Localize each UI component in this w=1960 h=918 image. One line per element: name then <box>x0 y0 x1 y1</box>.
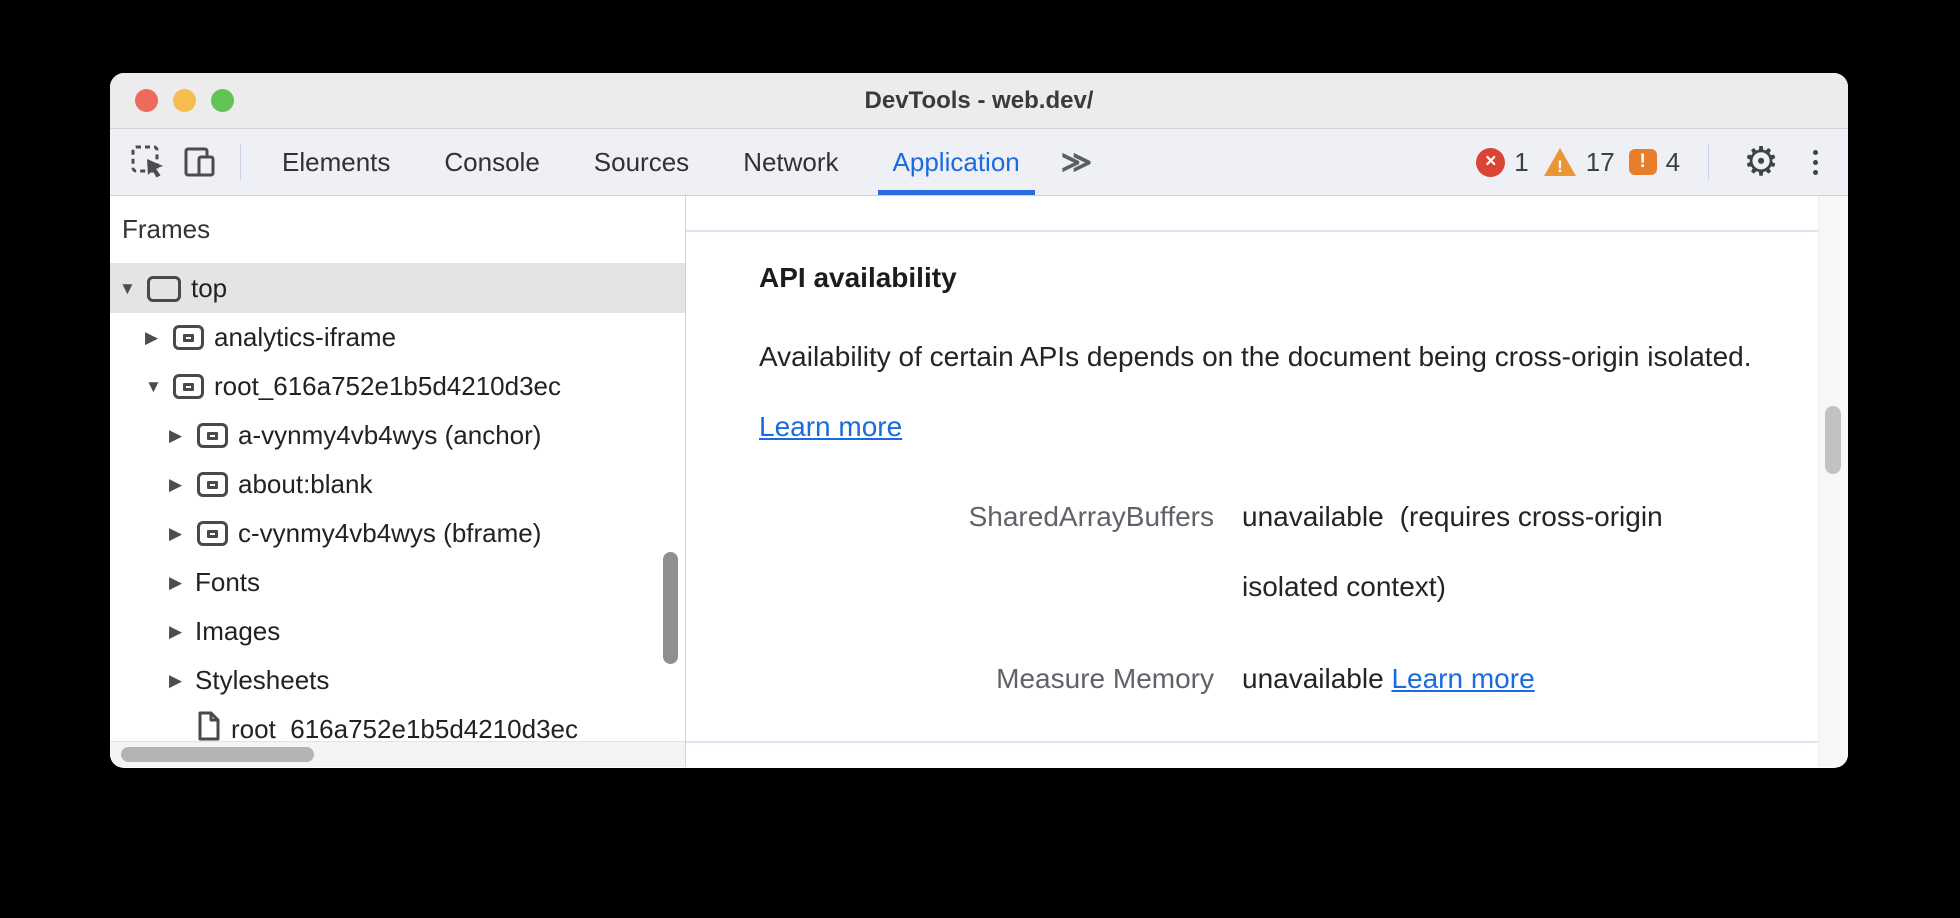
chevron-right-icon[interactable]: ▶ <box>169 621 183 641</box>
tree-item-images[interactable]: ▶ Images <box>110 607 685 656</box>
panel-tabs: Elements Console Sources Network Application <box>255 129 1047 195</box>
tree-item-label: top <box>191 273 228 303</box>
chevron-right-icon[interactable]: ▶ <box>169 670 183 690</box>
iframe-icon <box>197 472 228 497</box>
sidebar-horizontal-scrollbar-thumb[interactable] <box>121 747 314 762</box>
warning-count: 17 <box>1585 146 1615 177</box>
section-heading: API availability <box>759 262 957 293</box>
report-row-measure-memory: Measure Memory unavailable Learn more <box>759 644 1848 714</box>
tree-item-label: Images <box>195 616 281 646</box>
report-key: SharedArrayBuffers <box>968 501 1214 532</box>
tree-item-label: root_616a752e1b5d4210d3ec <box>231 714 579 744</box>
issues-icon: ! <box>1628 149 1657 175</box>
application-sidebar: Frames ▼ top ▶ analytics-iframe ▼ root_616a75… <box>110 196 686 767</box>
section-divider <box>686 741 1818 743</box>
tree-item-top[interactable]: ▼ top <box>110 264 685 313</box>
chevron-right-icon[interactable]: ▶ <box>169 572 183 592</box>
tree-item-label: root_616a752e1b5d4210d3ec <box>214 371 562 401</box>
toolbar-separator <box>240 144 241 180</box>
iframe-icon <box>197 423 228 448</box>
warning-icon: ! <box>1543 147 1577 177</box>
sidebar-vertical-scrollbar-thumb[interactable] <box>663 552 678 664</box>
tab-console[interactable]: Console <box>444 146 540 177</box>
main-vertical-scrollbar-thumb[interactable] <box>1825 406 1841 474</box>
report-row-sharedarraybuffers: SharedArrayBuffers unavailable(requires c… <box>759 482 1848 622</box>
kebab-menu-icon[interactable] <box>1803 144 1828 181</box>
learn-more-link[interactable]: Learn more <box>1391 663 1535 694</box>
tree-item-stylesheets[interactable]: ▶ Stylesheets <box>110 656 685 705</box>
settings-gear-icon[interactable]: ⚙ <box>1743 140 1779 184</box>
tree-item-label: analytics-iframe <box>214 322 397 352</box>
tree-item-label: about:blank <box>238 469 373 499</box>
main-vertical-scrollbar[interactable] <box>1818 196 1848 767</box>
previous-section-edge <box>686 196 1818 232</box>
availability-status: unavailable <box>1242 501 1384 532</box>
error-icon: × <box>1476 147 1506 177</box>
tree-item-a-vynmy4vb4wys-anchor-[interactable]: ▶ a-vynmy4vb4wys (anchor) <box>110 411 685 460</box>
api-availability-section: API availability Availability of certain… <box>686 262 1848 714</box>
window-title: DevTools - web.dev/ <box>864 86 1094 114</box>
sidebar-vertical-scrollbar[interactable] <box>655 196 685 741</box>
chevron-right-icon[interactable]: ▶ <box>169 474 183 494</box>
zoom-window-button[interactable] <box>211 89 234 112</box>
chevron-right-icon[interactable]: ▶ <box>169 425 183 445</box>
frame-icon <box>147 275 181 302</box>
tab-elements[interactable]: Elements <box>282 146 391 177</box>
svg-text:!: ! <box>1557 157 1563 176</box>
toolbar-separator <box>1708 144 1710 180</box>
sidebar-horizontal-scrollbar[interactable] <box>110 741 685 767</box>
description-text: Availability of certain APIs depends on … <box>759 341 1752 372</box>
frames-section-header[interactable]: Frames <box>110 196 685 264</box>
close-window-button[interactable] <box>135 89 158 112</box>
tab-network[interactable]: Network <box>743 146 839 177</box>
warning-badge[interactable]: ! 17 <box>1543 147 1615 178</box>
tree-item-fonts[interactable]: ▶ Fonts <box>110 558 685 607</box>
section-description: Availability of certain APIs depends on … <box>759 322 1779 462</box>
iframe-icon <box>197 521 228 546</box>
minimize-window-button[interactable] <box>173 89 196 112</box>
availability-status: unavailable <box>1242 663 1384 694</box>
chevron-right-icon[interactable]: ▶ <box>145 327 159 347</box>
report-value: unavailable Learn more <box>1242 644 1734 714</box>
toolbar-right: × 1 ! 17 ! 4 ⚙ <box>1476 142 1828 182</box>
availability-note: (requires cross-origin isolated context) <box>1242 501 1663 602</box>
more-tabs-icon[interactable]: ≫ <box>1060 145 1093 179</box>
learn-more-link[interactable]: Learn more <box>759 411 903 442</box>
error-badge[interactable]: × 1 <box>1476 146 1529 178</box>
tree-item-label: a-vynmy4vb4wys (anchor) <box>238 420 542 450</box>
tree-item-label: c-vynmy4vb4wys (bframe) <box>238 518 542 548</box>
chevron-right-icon[interactable]: ▶ <box>169 523 183 543</box>
tree-item-root-616a752e1b5d4210d3ec[interactable]: ▼ root_616a752e1b5d4210d3ec <box>110 362 685 411</box>
tree-item-label: Stylesheets <box>195 665 330 695</box>
issues-count: 4 <box>1665 146 1681 177</box>
tree-item-analytics-iframe[interactable]: ▶ analytics-iframe <box>110 313 685 362</box>
chevron-down-icon[interactable]: ▼ <box>145 376 162 396</box>
device-toolbar-icon[interactable] <box>180 142 220 182</box>
inspect-element-icon[interactable] <box>128 142 168 182</box>
devtools-toolbar: Elements Console Sources Network Application… <box>110 129 1848 196</box>
tree-item-root-616a752e1b5d4210d3ec[interactable]: root_616a752e1b5d4210d3ec <box>110 705 685 754</box>
tab-sources[interactable]: Sources <box>593 146 690 177</box>
titlebar: DevTools - web.dev/ <box>110 73 1848 129</box>
frames-tree: ▼ top ▶ analytics-iframe ▼ root_616a752e1b5d4… <box>110 264 685 754</box>
tab-application[interactable]: Application <box>866 129 1047 195</box>
main-panel: API availability Availability of certain… <box>686 196 1848 767</box>
issues-badge[interactable]: ! 4 <box>1628 146 1681 178</box>
chevron-down-icon[interactable]: ▼ <box>119 278 136 298</box>
error-count: 1 <box>1514 146 1529 177</box>
report-key: Measure Memory <box>996 663 1214 694</box>
tree-item-label: Fonts <box>195 567 261 597</box>
report-value: unavailable(requires cross-origin isolat… <box>1242 482 1734 622</box>
tree-item-about-blank[interactable]: ▶ about:blank <box>110 460 685 509</box>
iframe-icon <box>173 325 204 350</box>
document-icon <box>197 711 221 748</box>
iframe-icon <box>173 374 204 399</box>
devtools-window: DevTools - web.dev/ Elements Console Sourc… <box>110 73 1848 768</box>
traffic-lights <box>135 89 234 112</box>
tree-item-c-vynmy4vb4wys-bframe-[interactable]: ▶ c-vynmy4vb4wys (bframe) <box>110 509 685 558</box>
